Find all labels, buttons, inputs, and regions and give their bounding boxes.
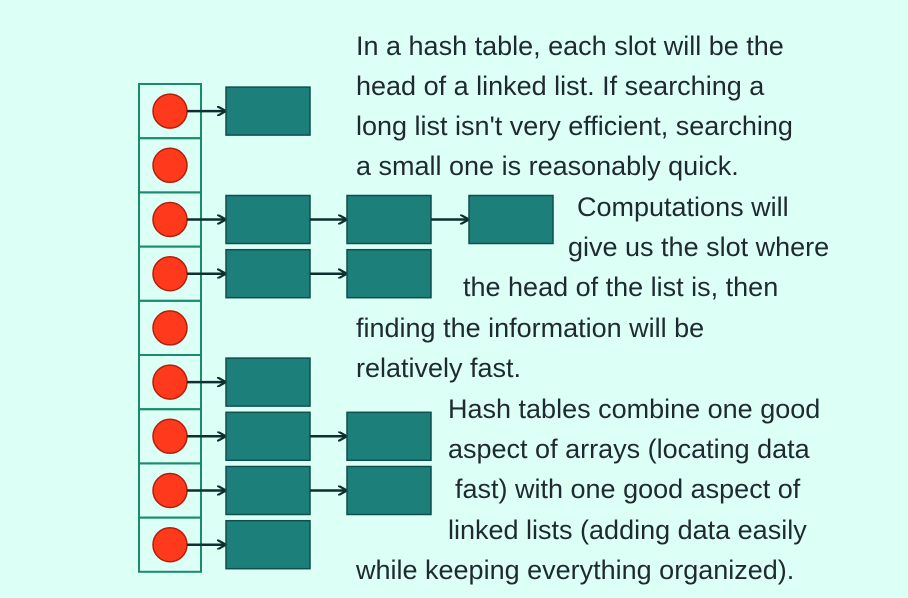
list-head-pointer [152, 310, 188, 346]
list-node [225, 357, 311, 407]
list-head-pointer [152, 472, 188, 509]
paragraph-1-line-1: In a hash table, each slot will be the [356, 31, 784, 61]
paragraph-2-line-3: the head of the list is, then [463, 272, 779, 302]
paragraph-3-line-4: linked lists (adding data easily [448, 515, 807, 545]
list-head-pointer [152, 418, 188, 455]
paragraph-1-line-2: head of a linked list. If searching a [356, 71, 765, 101]
list-node [468, 194, 554, 245]
paragraph-3-line-1: Hash tables combine one good [448, 394, 821, 424]
list-node [225, 86, 311, 136]
list-head-pointer [152, 147, 188, 184]
paragraph-1-line-3: long list isn't very efficient, searchin… [356, 111, 793, 141]
paragraph-2-line-1: Computations will [577, 192, 789, 222]
list-head-pointer [152, 93, 188, 129]
list-node [346, 465, 432, 516]
paragraph-1-line-4: a small one is reasonably quick. [356, 151, 739, 181]
list-head-pointer [152, 201, 188, 238]
list-node [225, 465, 311, 516]
paragraph-2-line-4: finding the information will be [356, 313, 705, 343]
list-head-pointer [152, 526, 188, 563]
list-node [225, 519, 311, 570]
list-node [225, 411, 311, 462]
paragraph-3-line-3: fast) with one good aspect of [455, 474, 801, 504]
list-head-pointer [152, 255, 188, 292]
list-node [225, 248, 311, 299]
paragraph-3-line-2: aspect of arrays (locating data [448, 434, 810, 464]
list-node [346, 248, 432, 299]
list-node [225, 194, 311, 245]
list-head-pointer [152, 364, 188, 400]
paragraph-2-line-2: give us the slot where [568, 232, 830, 262]
list-node [346, 194, 432, 245]
list-node [346, 411, 432, 462]
paragraph-3-line-5: while keeping everything organized). [356, 555, 795, 585]
paragraph-2-line-5: relatively fast. [356, 353, 522, 383]
